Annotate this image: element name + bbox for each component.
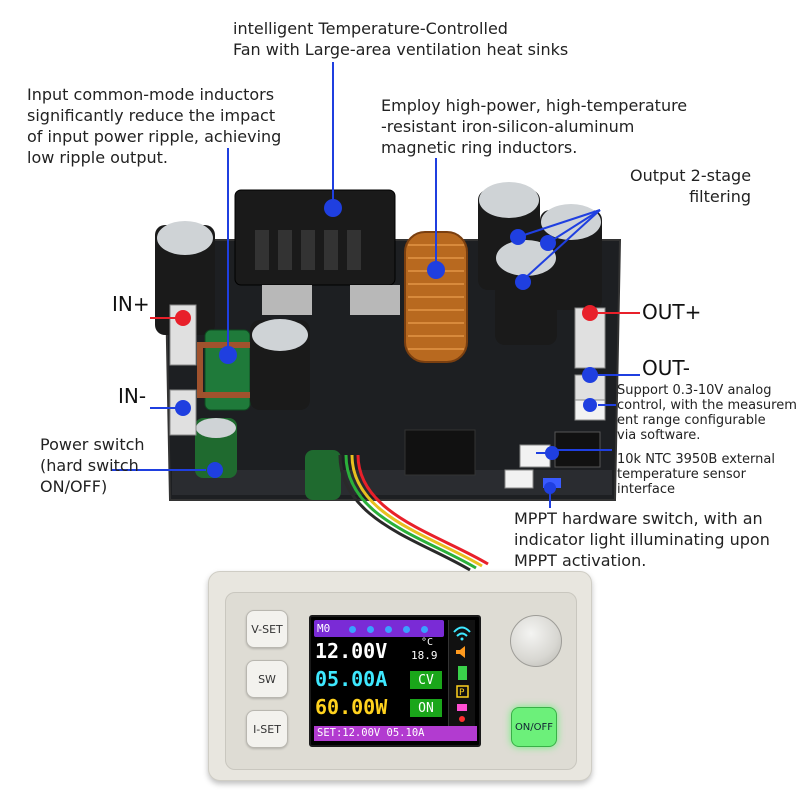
wifi-icon — [453, 626, 471, 633]
lcd-screen: M0 12.00V 05.00A 60.00W °C 18.9 CV ON P … — [309, 615, 481, 747]
label-in-plus: IN+ — [112, 292, 150, 316]
speaker-icon — [456, 646, 465, 658]
mode-label: M0 — [317, 622, 331, 635]
note-ring-inductor: Employ high-power, high-temperature -res… — [381, 96, 688, 157]
note-input-inductor: Input common-mode inductors significantl… — [27, 85, 282, 167]
pcb-edge — [172, 470, 612, 495]
mode-bar — [314, 620, 444, 637]
rotary-knob[interactable] — [510, 615, 562, 667]
preset-dot-2 — [367, 626, 374, 633]
temperature-reading: 18.9 — [411, 649, 438, 662]
marker-input-inductor — [219, 346, 237, 364]
cv-badge: CV — [410, 671, 442, 689]
on-badge: ON — [410, 699, 442, 717]
note-output-filter: Output 2-stage filtering — [630, 166, 752, 206]
output-capacitor-2 — [541, 204, 601, 240]
preset-dot-1 — [349, 626, 356, 633]
preset-dot-5 — [421, 626, 428, 633]
preset-dot-4 — [403, 626, 410, 633]
status-icon-column: P — [448, 620, 475, 727]
label-out-minus: OUT- — [642, 356, 690, 380]
marker-ring-inductor — [427, 261, 445, 279]
marker-out-plus — [582, 305, 598, 321]
preset-dot-3 — [385, 626, 392, 633]
temperature-unit: °C — [421, 637, 434, 648]
marker-in-minus — [175, 400, 191, 416]
label-in-minus: IN- — [118, 384, 147, 408]
i-set-button[interactable]: I-SET — [246, 710, 288, 748]
label-out-plus: OUT+ — [642, 300, 702, 324]
note-mppt: MPPT hardware switch, with an indicator … — [514, 509, 770, 570]
mosfet-1 — [262, 285, 312, 315]
voltage-reading: 12.00V — [315, 639, 388, 663]
lock-icon — [457, 704, 467, 711]
control-chip — [404, 429, 476, 476]
output-capacitor-1 — [479, 182, 539, 218]
note-power-switch: Power switch (hard switch ON/OFF) — [40, 435, 145, 496]
input-capacitor — [157, 221, 213, 255]
marker-out-minus — [582, 367, 598, 383]
sun-icon — [459, 716, 465, 722]
output-capacitor-3 — [496, 240, 556, 276]
mosfet-2 — [350, 285, 400, 315]
v-set-button[interactable]: V-SET — [246, 610, 288, 648]
note-fan: intelligent Temperature-Controlled Fan w… — [233, 19, 569, 59]
svg-text:P: P — [459, 688, 465, 698]
marker-power-switch — [207, 462, 223, 478]
parking-icon — [456, 685, 469, 698]
battery-icon — [458, 666, 467, 680]
note-ntc: 10k NTC 3950B external temperature senso… — [617, 452, 775, 497]
sw-button[interactable]: SW — [246, 660, 288, 698]
marker-in-plus — [175, 310, 191, 326]
note-analog-control: Support 0.3-10V analog control, with the… — [617, 383, 797, 443]
power-reading: 60.00W — [315, 695, 388, 719]
current-reading: 05.00A — [315, 667, 388, 691]
on-off-button[interactable]: ON/OFF — [511, 707, 557, 747]
set-values-bar: SET:12.00V 05.10A — [314, 726, 477, 741]
marker-fan — [324, 199, 342, 217]
